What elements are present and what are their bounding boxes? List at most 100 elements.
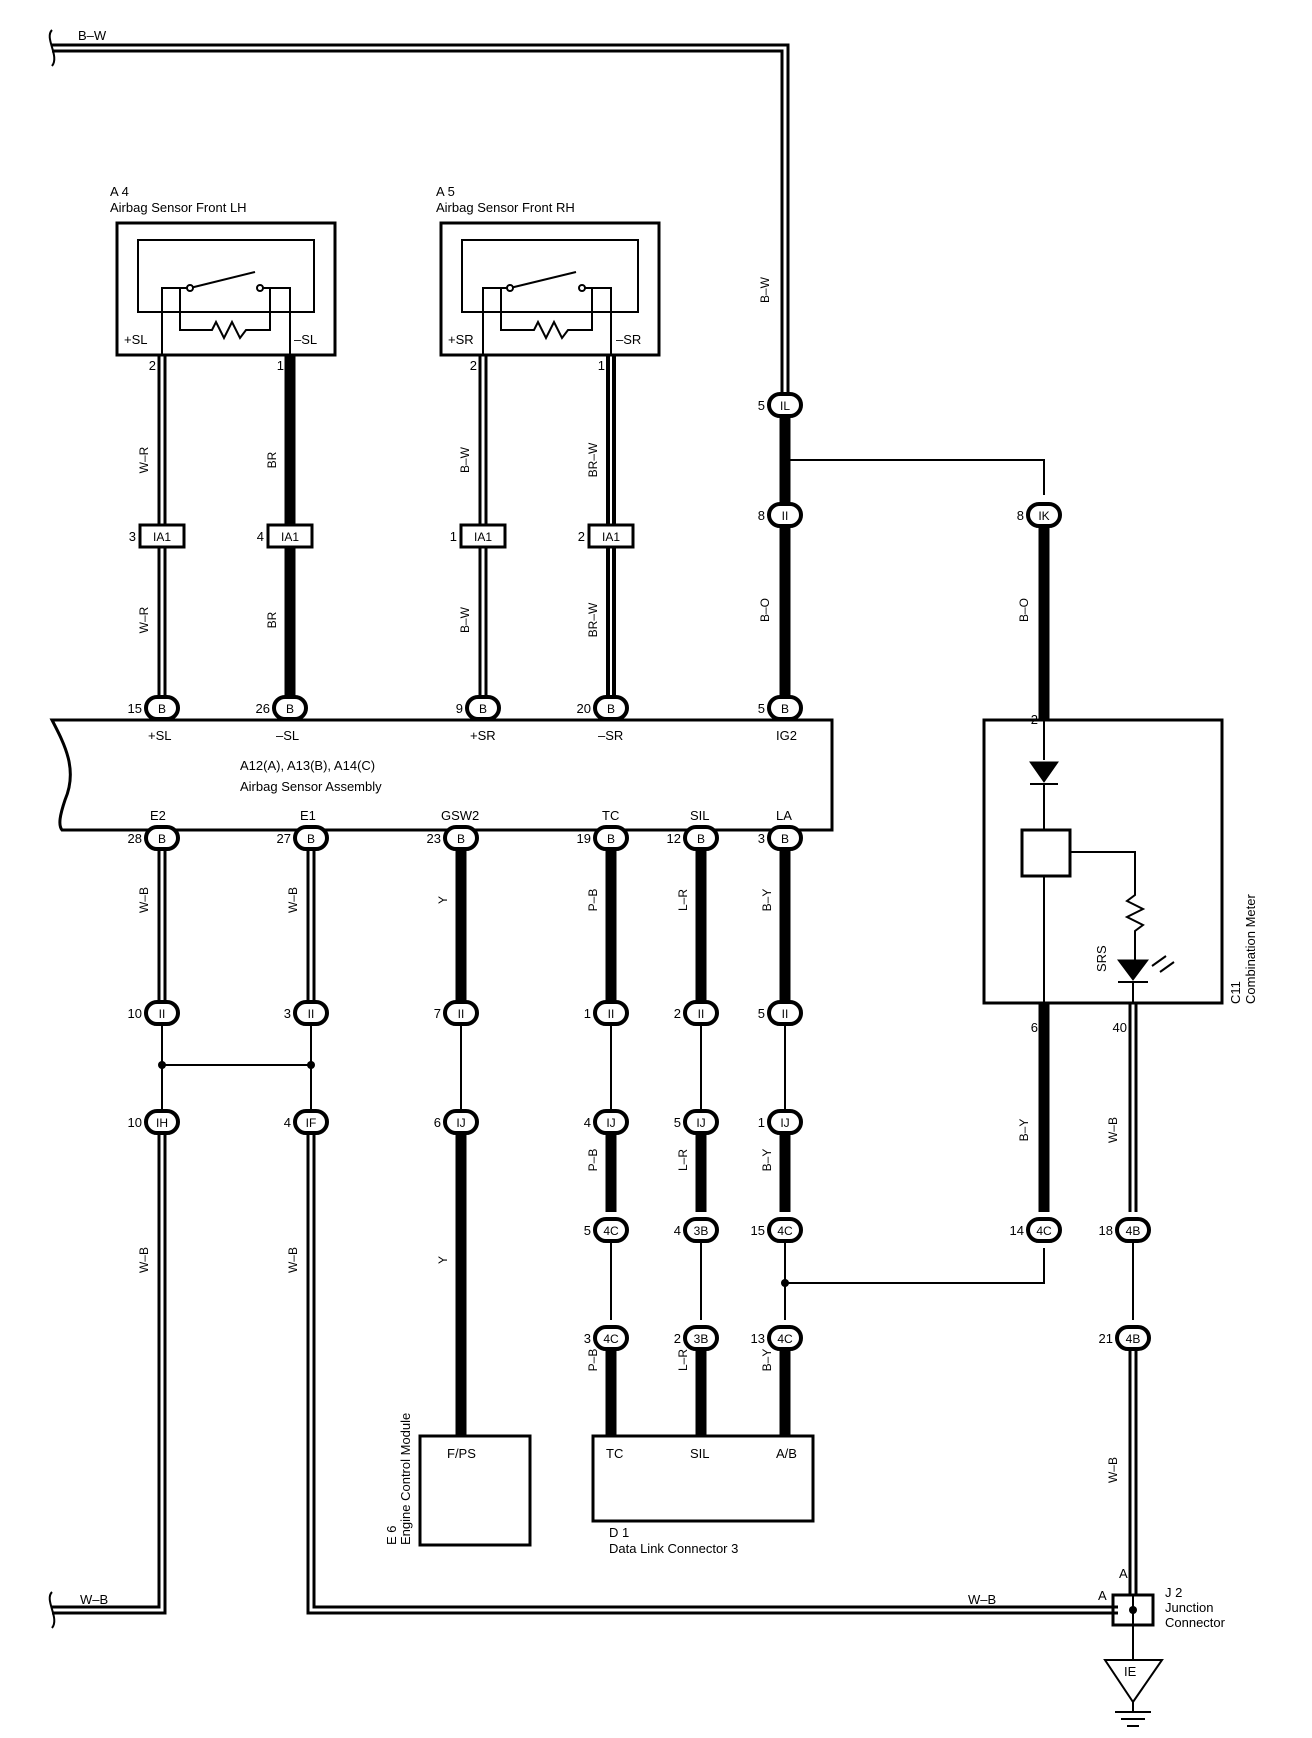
ecu-term-sr-plus: +SR	[470, 728, 496, 743]
connector-pin: 2	[470, 358, 477, 373]
top-wire-label: B–W	[78, 28, 107, 43]
wire-color-label: W–B	[286, 1247, 300, 1273]
connector-IJ-33: IJ	[767, 1109, 803, 1135]
wire-color-label: B–W	[458, 606, 472, 633]
wire-color-label: B–O	[758, 598, 772, 622]
connector-B-9: B	[272, 695, 308, 721]
connector-pin: 2	[149, 358, 156, 373]
connector-code: B	[479, 702, 487, 716]
connector-B-20: B	[683, 825, 719, 851]
wire-color-label: L–R	[676, 889, 690, 911]
wire-color-label: BR–W	[586, 442, 600, 477]
meter-lamp-label: SRS	[1094, 945, 1109, 972]
connector-IA1-6: IA1	[459, 523, 507, 549]
connector-code: II	[308, 1007, 315, 1021]
connector-pin: 4	[284, 1115, 291, 1130]
connector-code: 4C	[777, 1332, 793, 1346]
wire-color-label: Y	[436, 1256, 450, 1264]
ecu-term-la: LA	[776, 808, 792, 823]
connector-pin: 12	[667, 831, 681, 846]
connector-pin: 2	[674, 1331, 681, 1346]
ecu-term-sl-plus: +SL	[148, 728, 172, 743]
ecu-term-gsw2: GSW2	[441, 808, 479, 823]
connector-pin: 13	[751, 1331, 765, 1346]
ecu-ids: A12(A), A13(B), A14(C)	[240, 758, 375, 773]
junction-line1: Junction	[1165, 1600, 1213, 1615]
combination-meter-box	[982, 718, 1224, 1005]
ground-label: IE	[1124, 1664, 1137, 1679]
connector-code: IJ	[780, 1116, 789, 1130]
connector-IL-13: IL	[767, 392, 803, 418]
connector-pin: 2	[674, 1006, 681, 1021]
junction-pin-top: A	[1119, 1566, 1128, 1581]
connector-code: II	[458, 1007, 465, 1021]
connector-pin: 1	[598, 358, 605, 373]
dlc-term-ab: A/B	[776, 1446, 797, 1461]
junction-line2: Connector	[1165, 1615, 1226, 1630]
wire-color-label: B–Y	[1017, 1119, 1031, 1142]
connector-pin: 26	[256, 701, 270, 716]
sensor-a4-neg: –SL	[294, 332, 317, 347]
ecm-box	[418, 1434, 532, 1547]
wire-color-label: P–B	[586, 889, 600, 912]
connector-pin: 3	[284, 1006, 291, 1021]
dlc-id: D 1	[609, 1525, 629, 1540]
wire-color-label: BR–W	[586, 602, 600, 637]
connector-pin: 8	[1017, 508, 1024, 523]
connector-II-27: II	[767, 1000, 803, 1026]
connector-code: IA1	[474, 530, 492, 544]
connector-IJ-32: IJ	[683, 1109, 719, 1135]
wires	[52, 43, 1138, 1660]
connector-pin: 7	[434, 1006, 441, 1021]
connector-pin: 10	[128, 1115, 142, 1130]
dlc-term-tc: TC	[606, 1446, 623, 1461]
connector-pin: 3	[584, 1331, 591, 1346]
wire-color-label: B–W	[758, 276, 772, 303]
sensor-a5-id: A 5	[436, 184, 455, 199]
wire-breaks	[48, 29, 56, 1629]
wire-color-label: W–B	[137, 1247, 151, 1273]
ecu-term-sr-minus: –SR	[598, 728, 623, 743]
connector-pin: 1	[758, 1115, 765, 1130]
connector-pin: 8	[758, 508, 765, 523]
connector-code: 3B	[694, 1332, 709, 1346]
connector-3B-40: 3B	[683, 1325, 719, 1351]
connector-pin: 1	[584, 1006, 591, 1021]
connector-pin: 9	[456, 701, 463, 716]
connector-4B-42: 4B	[1115, 1325, 1151, 1351]
ecm-terminal: F/PS	[447, 1446, 476, 1461]
connector-4B-38: 4B	[1115, 1217, 1151, 1243]
connector-IA1-4: IA1	[138, 523, 186, 549]
connector-IJ-30: IJ	[443, 1109, 479, 1135]
bottom-wire-label-left: W–B	[80, 1592, 108, 1607]
connector-B-18: B	[443, 825, 479, 851]
connector-pin: 5	[758, 398, 765, 413]
connector-pin: 40	[1113, 1020, 1127, 1035]
dlc-box	[591, 1434, 815, 1523]
connector-pin: 4	[584, 1115, 591, 1130]
connector-code: IA1	[602, 530, 620, 544]
wire-color-label: B–Y	[760, 1149, 774, 1172]
ecu-term-e2: E2	[150, 808, 166, 823]
ecu-term-tc: TC	[602, 808, 619, 823]
connector-pin: 5	[758, 701, 765, 716]
connector-II-26: II	[683, 1000, 719, 1026]
connector-pin: 23	[427, 831, 441, 846]
connector-4C-37: 4C	[1026, 1217, 1062, 1243]
connector-code: B	[781, 832, 789, 846]
connector-4C-39: 4C	[593, 1325, 629, 1351]
meter-name: Combination Meter	[1243, 894, 1258, 1004]
connector-code: II	[782, 1007, 789, 1021]
connector-pin: 5	[758, 1006, 765, 1021]
sensor-a4-pos: +SL	[124, 332, 148, 347]
junction-id: J 2	[1165, 1585, 1182, 1600]
wire-color-label: B–O	[1017, 598, 1031, 622]
connector-IH-28: IH	[144, 1109, 180, 1135]
connector-pin: 1	[450, 529, 457, 544]
sensor-a5	[439, 221, 661, 357]
wire-color-label: L–R	[676, 1349, 690, 1371]
connector-pin: 18	[1099, 1223, 1113, 1238]
wire-color-label: W–B	[286, 887, 300, 913]
connector-pin: 4	[257, 529, 264, 544]
